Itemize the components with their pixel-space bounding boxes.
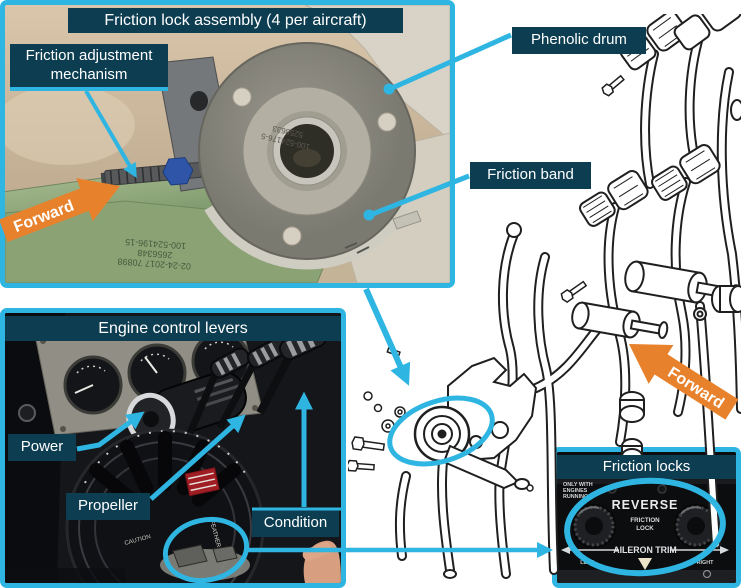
- panel-title-friction-lock-assembly: Friction lock assembly (4 per aircraft): [68, 8, 403, 33]
- panel-title-friction-locks: Friction locks: [557, 455, 736, 479]
- callout-friction-band: Friction band: [470, 162, 591, 189]
- svg-text:100-524196-15: 100-524196-15: [125, 237, 187, 251]
- drawing-levers: [394, 29, 741, 579]
- drawing-shafts: [571, 99, 741, 464]
- callout-propeller: Propeller: [66, 493, 150, 520]
- lever-stamp-text: 02-24-2017 70898 2656348 100-524196-15: [117, 237, 191, 272]
- callout-friction-adjustment-mechanism: Friction adjustment mechanism: [10, 44, 168, 91]
- phenolic-drum-photo: 100-524176-5 5258633: [198, 42, 422, 270]
- blue-hex-nut: [162, 157, 194, 186]
- exploded-view-drawing: [348, 14, 741, 579]
- drawing-hardware-icons: [348, 74, 625, 472]
- callout-phenolic-drum: Phenolic drum: [512, 27, 646, 54]
- callout-condition: Condition: [252, 509, 339, 537]
- callout-power: Power: [8, 434, 76, 461]
- friction-band-photo: [204, 203, 410, 270]
- svg-text:2656348: 2656348: [137, 248, 173, 260]
- panel-title-engine-control-levers: Engine control levers: [5, 316, 341, 341]
